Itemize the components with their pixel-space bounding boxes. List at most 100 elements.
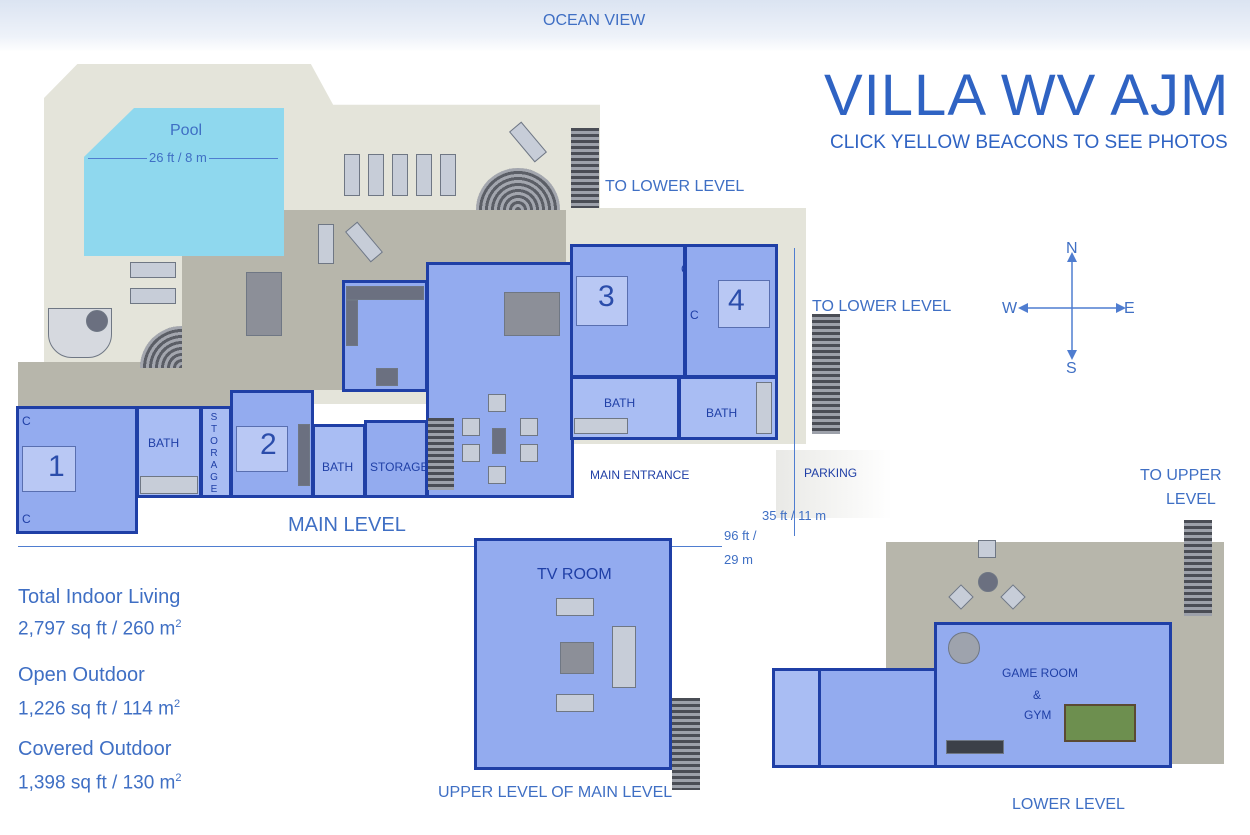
storage-vertical-label: STORAGE xyxy=(210,412,218,495)
tv-room-label: TV ROOM xyxy=(537,566,612,583)
upper-level-label: UPPER LEVEL OF MAIN LEVEL xyxy=(438,784,673,801)
lounger xyxy=(130,288,176,304)
chair xyxy=(978,540,996,558)
closet-mark: C xyxy=(22,512,31,526)
width-dim-line xyxy=(794,248,795,536)
compass-west: W xyxy=(1002,300,1018,317)
bedroom-number-4: 4 xyxy=(728,284,745,317)
storage-closet[interactable] xyxy=(200,406,232,498)
stat-title-covered-outdoor: Covered Outdoor xyxy=(18,738,172,760)
game-room-label-3: GYM xyxy=(1024,708,1052,722)
game-room-label-2: & xyxy=(1033,688,1042,702)
lounger xyxy=(130,262,176,278)
stat-title-open-outdoor: Open Outdoor xyxy=(18,664,145,686)
main-entrance-label: MAIN ENTRANCE xyxy=(590,468,690,482)
wardrobe xyxy=(298,424,310,486)
length-dim-label-1: 96 ft / xyxy=(724,528,757,543)
bath-label: BATH xyxy=(148,436,180,450)
closet-mark: C xyxy=(690,308,699,322)
bathtub xyxy=(574,418,628,434)
compass-east: E xyxy=(1124,300,1135,317)
dining-table xyxy=(504,292,560,336)
to-lower-level-1: TO LOWER LEVEL xyxy=(605,178,745,195)
tv-room[interactable] xyxy=(474,538,672,770)
chair xyxy=(488,394,506,412)
side-table xyxy=(86,310,108,332)
parking-label: PARKING xyxy=(804,466,858,480)
stat-value-covered-outdoor: 1,398 sq ft / 130 m2 xyxy=(18,772,182,794)
pool-table xyxy=(1064,704,1136,742)
lower-level-label: LOWER LEVEL xyxy=(1012,796,1125,813)
outdoor-dining-table xyxy=(246,272,282,336)
to-upper-level-1: TO UPPER xyxy=(1140,467,1222,484)
bed-1 xyxy=(22,446,76,492)
villa-subtitle: CLICK YELLOW BEACONS TO SEE PHOTOS xyxy=(830,132,1228,153)
tv-room-stairs[interactable] xyxy=(672,698,700,790)
shower xyxy=(756,382,772,434)
compass-north: N xyxy=(1066,240,1078,257)
game-table xyxy=(948,632,980,664)
villa-title: VILLA WV AJM xyxy=(824,63,1230,128)
stat-value-open-outdoor: 1,226 sq ft / 114 m2 xyxy=(18,698,181,720)
lounger xyxy=(416,154,432,196)
chair xyxy=(520,444,538,462)
ocean-band xyxy=(0,0,1250,52)
stat-value-indoor: 2,797 sq ft / 260 m2 xyxy=(18,618,182,640)
compass: N S W E xyxy=(1000,240,1140,380)
pool xyxy=(84,108,284,256)
stairs-to-lower-2[interactable] xyxy=(812,314,840,434)
chair xyxy=(462,444,480,462)
closet-mark: C xyxy=(22,414,31,428)
armchair xyxy=(556,598,594,616)
bath-label: BATH xyxy=(322,460,354,474)
chair xyxy=(462,418,480,436)
bath-label: BATH xyxy=(706,406,738,420)
bed-4 xyxy=(718,280,770,328)
pool-size: 26 ft / 8 m xyxy=(147,150,209,165)
compass-arrows-icon xyxy=(1018,252,1126,360)
bed-2 xyxy=(236,426,288,472)
storage-label: STORAGE xyxy=(370,460,429,474)
kitchen-counter xyxy=(346,286,424,300)
bedroom-number-2: 2 xyxy=(260,428,277,461)
storage-room[interactable] xyxy=(364,420,428,498)
stat-title-indoor: Total Indoor Living xyxy=(18,586,181,608)
armchair xyxy=(556,694,594,712)
covered-terrace-west xyxy=(18,362,238,408)
sofa xyxy=(612,626,636,688)
pool-label: Pool xyxy=(170,122,203,139)
main-level-label: MAIN LEVEL xyxy=(288,514,406,536)
stairs-to-upper[interactable] xyxy=(1184,520,1212,616)
bath-label: BATH xyxy=(604,396,636,410)
ottoman xyxy=(560,642,594,674)
lounger xyxy=(344,154,360,196)
lounger xyxy=(440,154,456,196)
lounger xyxy=(318,224,334,264)
bathtub xyxy=(140,476,198,494)
interior-stairs[interactable] xyxy=(428,418,454,490)
game-room-label-1: GAME ROOM xyxy=(1002,666,1079,680)
lower-bath[interactable] xyxy=(772,668,822,768)
length-dim-label-2: 29 m xyxy=(724,552,753,567)
lounger xyxy=(368,154,384,196)
ocean-view-label: OCEAN VIEW xyxy=(543,12,646,29)
chair xyxy=(488,466,506,484)
bed-3 xyxy=(576,276,628,326)
bedroom-number-3: 3 xyxy=(598,280,615,313)
patio-table xyxy=(978,572,998,592)
lower-hall[interactable] xyxy=(818,668,938,768)
lounger xyxy=(392,154,408,196)
kitchen-counter xyxy=(346,300,358,346)
length-dim-line xyxy=(18,546,722,547)
bedroom-number-1: 1 xyxy=(48,450,65,483)
to-upper-level-2: LEVEL xyxy=(1166,491,1216,508)
chair xyxy=(520,418,538,436)
to-lower-level-2: TO LOWER LEVEL xyxy=(812,298,952,315)
width-dim-label: 35 ft / 11 m xyxy=(762,508,827,523)
stove xyxy=(376,368,398,386)
coffee-table xyxy=(492,428,506,454)
treadmill xyxy=(946,740,1004,754)
stairs-to-lower-1[interactable] xyxy=(571,128,599,208)
compass-south: S xyxy=(1066,360,1077,377)
parking-area xyxy=(776,450,892,518)
